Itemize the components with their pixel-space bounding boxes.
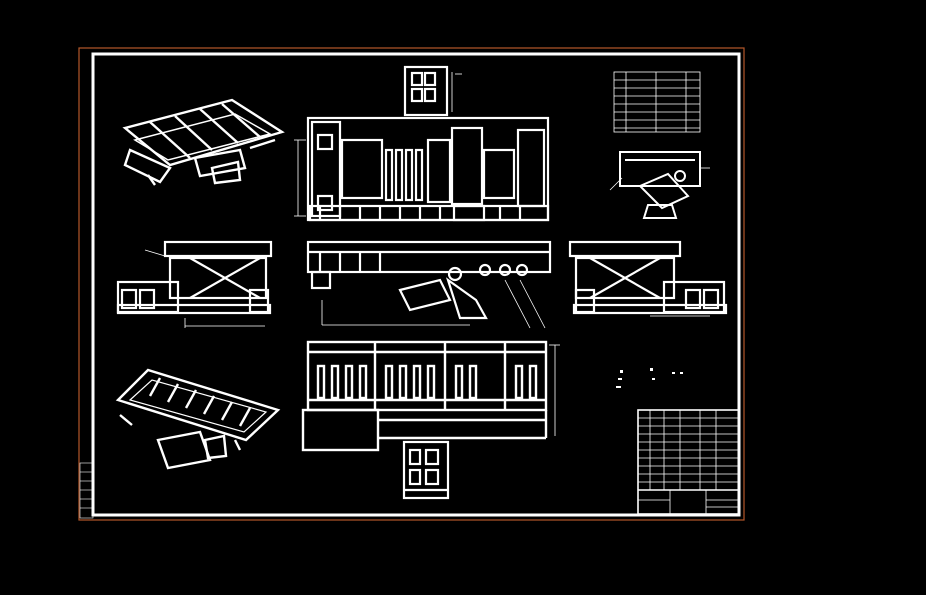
view-side-left (116, 240, 273, 328)
view-top-detail (403, 65, 462, 117)
view-parts-table (613, 71, 701, 133)
view-isometric-bottom (115, 368, 281, 470)
view-plan-bottom (301, 340, 560, 452)
view-detail-small (402, 440, 450, 500)
binding-strip (79, 462, 94, 519)
view-front-elevation (294, 116, 550, 222)
sheet-border-outer (78, 47, 745, 521)
sheet-border-inner (91, 52, 741, 517)
title-block (637, 409, 740, 515)
annotation-marks (616, 368, 683, 388)
view-center-section (306, 240, 552, 329)
view-isometric-top (122, 98, 285, 186)
view-side-detail (609, 151, 710, 219)
view-side-right (568, 240, 728, 317)
